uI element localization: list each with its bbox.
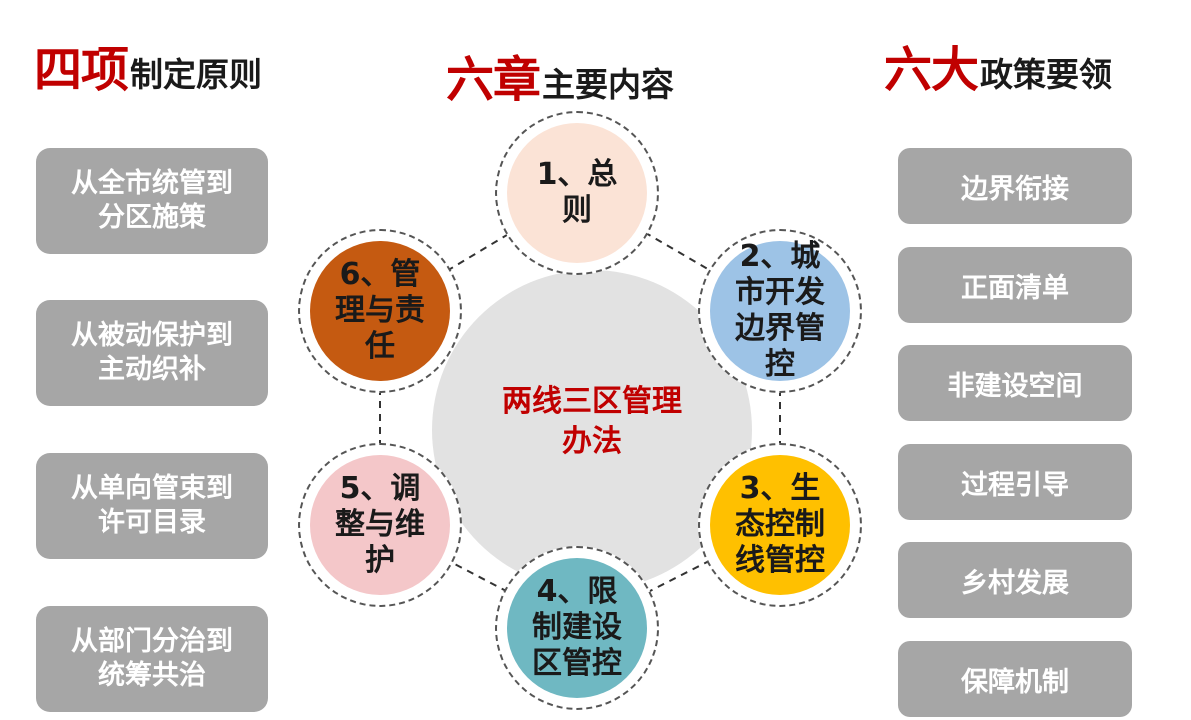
principle-box-3: 从单向管束到许可目录 (36, 453, 268, 559)
chapters-heading: 六章 主要内容 (446, 40, 674, 108)
center-title-line1: 两线三区管理 (502, 384, 682, 419)
chapter-label: 6、管理与责任 (335, 257, 425, 364)
center-title-line2: 办法 (562, 424, 622, 459)
policy-box-5: 乡村发展 (898, 542, 1132, 618)
principle-label: 从全市统管到分区施策 (71, 168, 233, 233)
policy-box-4: 过程引导 (898, 444, 1132, 520)
principle-label: 从被动保护到主动织补 (71, 320, 233, 385)
principles-heading-rest: 制定原则 (130, 55, 263, 94)
policy-box-1: 边界衔接 (898, 148, 1132, 224)
chapter-label: 3、生态控制线管控 (735, 471, 825, 578)
chapter-label: 4、限制建设区管控 (532, 574, 622, 681)
chapter-node-5: 5、调整与维护 (310, 455, 450, 595)
policy-box-3: 非建设空间 (898, 345, 1132, 421)
principle-label: 从部门分治到统筹共治 (71, 626, 233, 691)
chapter-node-4: 4、限制建设区管控 (507, 558, 647, 698)
policy-heading: 六大 政策要领 (884, 30, 1112, 98)
principle-box-2: 从被动保护到主动织补 (36, 300, 268, 406)
policy-heading-accent: 六大 (884, 42, 979, 98)
chapter-label: 5、调整与维护 (335, 471, 425, 578)
principle-label: 从单向管束到许可目录 (71, 473, 233, 538)
policy-box-6: 保障机制 (898, 641, 1132, 717)
chapter-label: 2、城市开发边界管控 (735, 239, 825, 382)
chapter-node-1: 1、总则 (507, 123, 647, 263)
center-title: 两线三区管理 办法 (462, 382, 722, 462)
policy-heading-rest: 政策要领 (980, 55, 1113, 94)
principles-heading-accent: 四项 (34, 42, 129, 98)
chapter-node-6: 6、管理与责任 (310, 241, 450, 381)
chapter-node-2: 2、城市开发边界管控 (710, 239, 850, 382)
principle-box-1: 从全市统管到分区施策 (36, 148, 268, 254)
principles-heading: 四项 制定原则 (34, 30, 262, 98)
policy-box-2: 正面清单 (898, 247, 1132, 323)
chapters-heading-accent: 六章 (446, 52, 541, 108)
chapter-label: 1、总则 (536, 157, 618, 228)
principle-box-4: 从部门分治到统筹共治 (36, 606, 268, 712)
chapter-node-3: 3、生态控制线管控 (710, 455, 850, 595)
chapters-heading-rest: 主要内容 (542, 65, 675, 104)
